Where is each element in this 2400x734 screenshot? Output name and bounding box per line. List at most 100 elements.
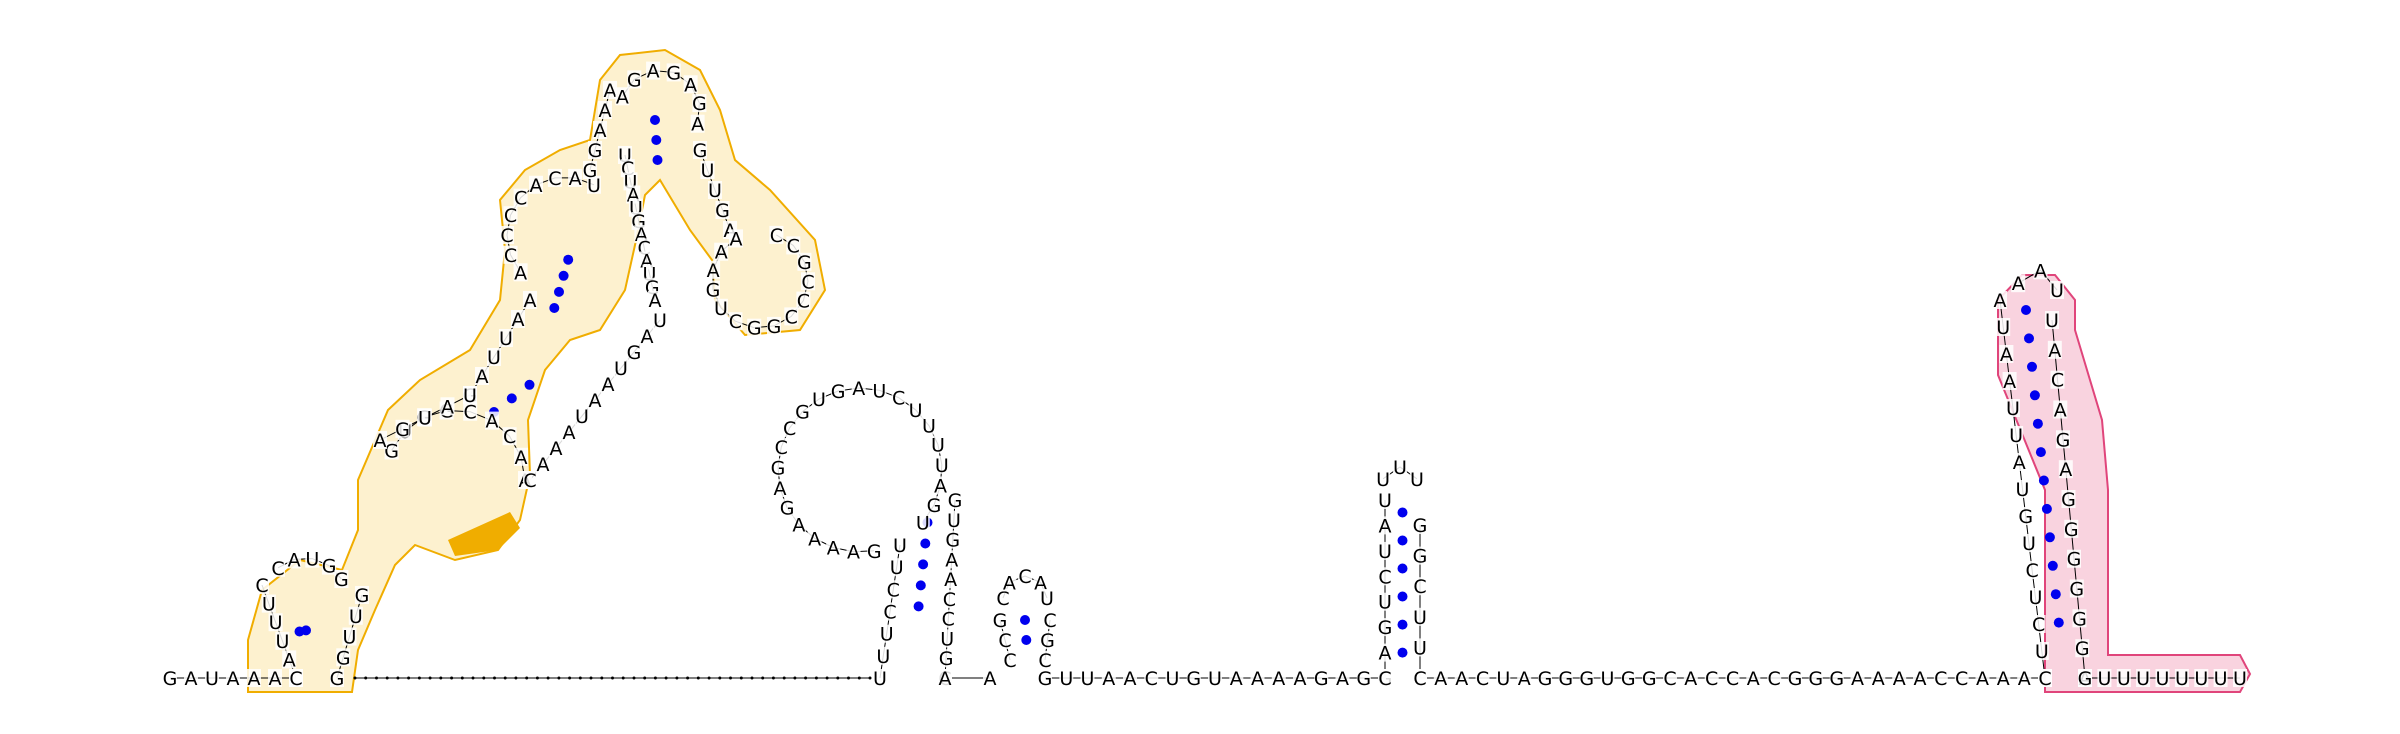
nucleotide-C: C <box>2038 668 2051 690</box>
nucleotide-bg <box>922 416 936 435</box>
nucleotide-bg <box>1356 669 1371 687</box>
nucleotide-U: U <box>701 160 715 182</box>
nucleotide-bg <box>693 141 707 159</box>
nucleotide-bg <box>782 418 797 437</box>
nucleotide-bg <box>289 669 303 687</box>
nucleotide-bg <box>499 329 513 347</box>
nucleotide-A: A <box>514 262 527 284</box>
nucleotide-G: G <box>780 498 795 520</box>
nucleotide-A: A <box>2034 260 2047 282</box>
nucleotide-bg <box>879 624 894 643</box>
nucleotide-bg <box>1101 669 1116 687</box>
nucleotide-bg <box>876 646 891 665</box>
gap-dot <box>675 676 679 680</box>
nucleotide-bg <box>601 375 615 393</box>
gap-dot <box>493 676 496 680</box>
nucleotide-bg <box>1038 651 1052 669</box>
nucleotide-C: C <box>523 470 536 492</box>
nucleotide-bg <box>908 400 923 419</box>
nucleotide-bg <box>2047 340 2062 359</box>
highlight-regions <box>247 48 2252 693</box>
nucleotide-U: U <box>708 180 722 202</box>
nucleotide-A: A <box>1434 668 1447 690</box>
nucleotide-bg <box>1999 345 2014 363</box>
nucleotide-A: A <box>1976 668 1989 690</box>
nucleotide-U: U <box>1378 490 1392 512</box>
nucleotide-bg <box>2002 372 2017 390</box>
nucleotide-bg <box>1621 669 1636 687</box>
nucleotide-bg <box>1165 669 1180 687</box>
gap-dot <box>761 676 765 680</box>
nucleotide-bg <box>1378 592 1392 611</box>
nucleotide-bg <box>940 629 955 648</box>
nucleotide-C: C <box>1476 668 1489 690</box>
region-a-outline <box>247 48 827 693</box>
gap-dot <box>611 676 614 680</box>
nucleotide-G: G <box>1579 668 1594 690</box>
gap-dot <box>450 676 454 680</box>
nucleotide-G: G <box>1314 668 1329 690</box>
nucleotide-U: U <box>2194 668 2208 690</box>
nucleotide-U: U <box>262 594 276 616</box>
base-pair-dot <box>1397 647 1408 658</box>
nucleotide-bg <box>627 70 642 89</box>
nucleotide-C: C <box>1726 668 1739 690</box>
nucleotide-G: G <box>384 440 399 462</box>
nucleotide-A: A <box>1102 668 1115 690</box>
gap-dot <box>836 676 840 680</box>
nucleotide-bg <box>1954 669 1969 687</box>
nucleotide-bg <box>1413 607 1427 626</box>
nucleotide-bg <box>666 63 681 82</box>
nucleotide-A: A <box>1003 572 1016 594</box>
nucleotide-C: C <box>1768 668 1781 690</box>
base-pair-dot <box>2027 361 2037 372</box>
nucleotide-bg <box>872 381 887 400</box>
nucleotide-C: C <box>1043 610 1056 632</box>
nucleotide-bg <box>614 359 628 377</box>
nucleotide-C: C <box>255 575 268 597</box>
base-pair-dot <box>2021 305 2031 315</box>
gap-dot <box>632 676 636 680</box>
nucleotide-C: C <box>1145 668 1158 690</box>
nucleotide-bg <box>2011 274 2026 293</box>
nucleotide-U: U <box>893 535 907 557</box>
nucleotide-C: C <box>883 602 896 624</box>
base-pair-dot <box>1397 619 1408 630</box>
nucleotide-G: G <box>2078 668 2093 690</box>
nucleotide-U: U <box>931 434 945 456</box>
nucleotide-A: A <box>774 478 787 500</box>
nucleotide-bg <box>683 75 698 94</box>
gap-dot <box>600 676 604 680</box>
base-pair-dot <box>1397 535 1408 546</box>
nucleotide-bg <box>583 161 597 179</box>
nucleotide-bg <box>1378 491 1392 509</box>
nucleotide-bg <box>268 669 282 687</box>
nucleotide-bg <box>769 225 784 244</box>
nucleotide-A: A <box>602 374 615 396</box>
nucleotide-G: G <box>1558 668 1573 690</box>
nucleotide-A: A <box>1914 668 1927 690</box>
nucleotide-bg <box>729 229 743 248</box>
gap-dot <box>535 676 539 680</box>
nucleotide-bg <box>747 318 762 337</box>
nucleotide-bg <box>2028 588 2043 606</box>
nucleotide-A: A <box>185 668 198 690</box>
nucleotide-A: A <box>934 476 947 498</box>
nucleotide-C: C <box>942 609 955 631</box>
nucleotide-A: A <box>1294 668 1307 690</box>
nucleotide-bg <box>418 408 432 427</box>
nucleotide-G: G <box>395 419 410 441</box>
nucleotide-A: A <box>1994 290 2007 312</box>
nucleotide-G: G <box>831 381 846 403</box>
base-pair-dot <box>1397 563 1408 574</box>
nucleotide-bg <box>1409 469 1424 488</box>
base-pair-dot <box>2024 333 2034 344</box>
nucleotide-G: G <box>1642 668 1657 690</box>
nucleotide-bg <box>2045 311 2059 329</box>
nucleotide-bg <box>529 175 543 194</box>
nucleotide-bg <box>998 631 1012 649</box>
nucleotide-U: U <box>2009 425 2023 447</box>
nucleotide-A: A <box>2012 273 2025 295</box>
nucleotide-bg <box>2233 669 2247 687</box>
base-pair-dot <box>2053 617 2064 628</box>
